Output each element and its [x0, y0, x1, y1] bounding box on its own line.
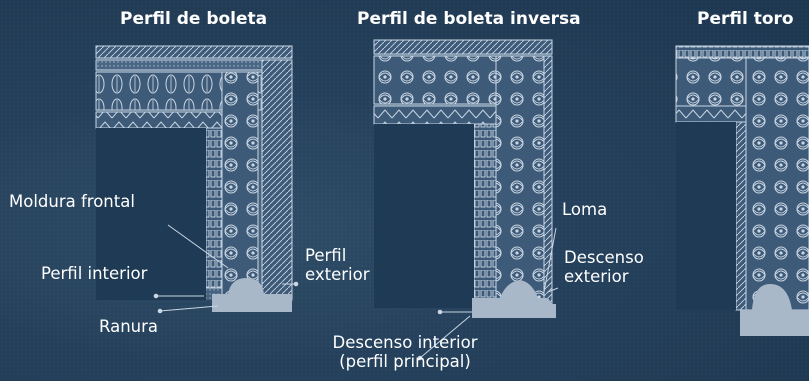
section-boleta: [212, 278, 292, 312]
frame-boleta-inversa: [373, 39, 553, 309]
label-perfil-exterior-line-1: Perfil: [305, 246, 347, 265]
label-perfil-exterior: Perfil exterior: [305, 246, 370, 284]
label-perfil-exterior-line-2: exterior: [305, 265, 370, 284]
label-loma: Loma: [562, 200, 608, 219]
title-perfil-toro: Perfil toro: [697, 9, 794, 29]
label-moldura-frontal: Moldura frontal: [9, 192, 135, 211]
title-perfil-boleta-inversa: Perfil de boleta inversa: [357, 9, 581, 29]
label-perfil-interior: Perfil interior: [41, 264, 148, 283]
frame-boleta: [95, 45, 293, 301]
leader-lines: [153, 224, 559, 361]
label-descenso-interior-line-1: Descenso interior: [332, 333, 478, 352]
label-ranura: Ranura: [99, 317, 159, 336]
label-descenso-exterior-line-2: exterior: [564, 267, 629, 286]
frame-toro: [675, 45, 809, 311]
label-descenso-exterior: Descenso exterior: [564, 248, 644, 286]
title-perfil-boleta: Perfil de boleta: [120, 9, 268, 29]
label-descenso-interior: Descenso interior (perfil principal): [310, 333, 500, 371]
label-descenso-interior-line-2: (perfil principal): [339, 352, 471, 371]
section-boleta-inversa: [472, 280, 556, 318]
section-toro: [740, 284, 809, 336]
label-descenso-exterior-line-1: Descenso: [564, 248, 644, 267]
